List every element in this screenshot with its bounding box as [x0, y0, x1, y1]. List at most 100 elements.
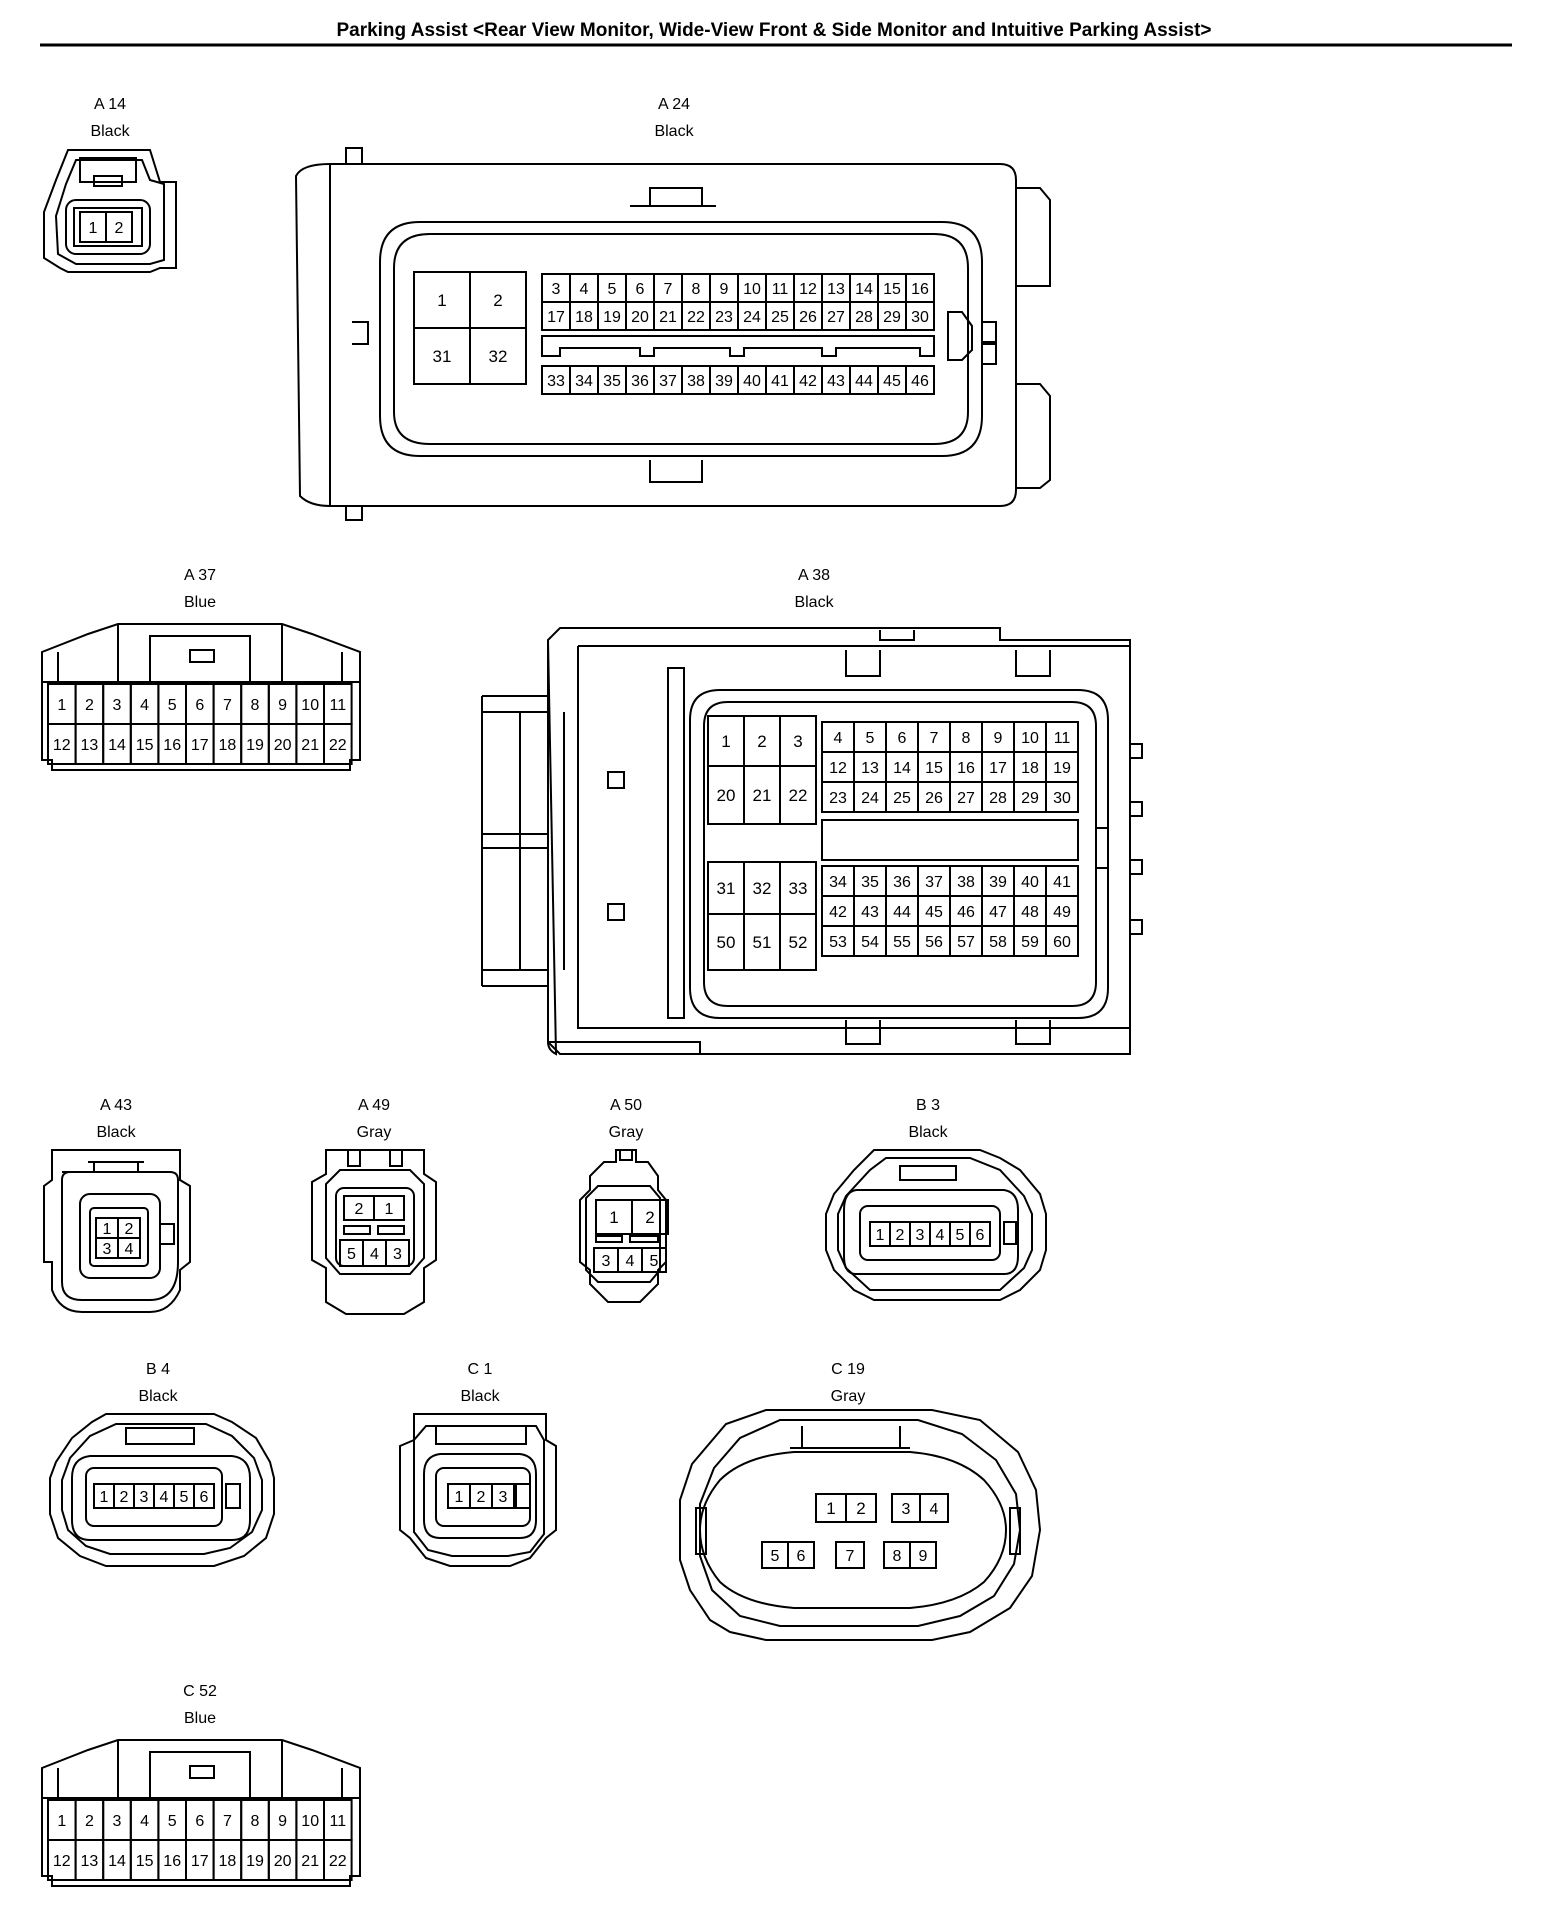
pin-cell [779, 913, 817, 971]
pin-cell [905, 301, 935, 331]
connector-id: A 14 [94, 96, 126, 113]
pin-number: 5 [608, 281, 617, 298]
pin-number: 42 [829, 904, 847, 921]
connector-id: C 1 [468, 1361, 493, 1378]
pin-number: 1 [721, 732, 730, 751]
pin-cavity [65, 199, 151, 255]
pin-number: 52 [789, 933, 808, 952]
pin-number: 8 [962, 730, 971, 747]
pin-number: 21 [301, 1853, 319, 1870]
pin-number: 16 [911, 281, 929, 298]
pin-number: 23 [829, 790, 847, 807]
latch-slot [629, 1235, 659, 1243]
pin-number: 3 [916, 1227, 925, 1244]
pin-number: 4 [160, 1489, 169, 1506]
pin-number: 3 [103, 1241, 112, 1258]
connector-id: C 19 [831, 1361, 865, 1378]
connector-id: A 49 [358, 1097, 390, 1114]
pin-number: 5 [168, 1813, 177, 1830]
pin-number: 34 [829, 874, 847, 891]
pin-number: 13 [827, 281, 845, 298]
pin-number: 5 [866, 730, 875, 747]
pin-number: 28 [855, 309, 873, 326]
housing-outline [57, 1768, 343, 1798]
housing-outline [117, 1740, 283, 1798]
pin-number: 19 [603, 309, 621, 326]
pin-number: 27 [957, 790, 975, 807]
connector-color: Black [90, 123, 130, 140]
housing-outline [325, 1169, 425, 1275]
housing-outline [630, 187, 716, 207]
housing-outline [49, 1413, 275, 1567]
pin-number: 10 [301, 1813, 319, 1830]
pin-number: 22 [329, 737, 347, 754]
lock-tab [1095, 827, 1109, 869]
pin-number: 4 [125, 1241, 134, 1258]
pin-number: 6 [195, 1813, 204, 1830]
pin-number: 11 [772, 281, 789, 298]
pin-number: 53 [829, 934, 847, 951]
pin-number: 9 [720, 281, 729, 298]
connector-id: C 52 [183, 1683, 217, 1700]
housing-outline [790, 1426, 910, 1449]
slot [607, 771, 625, 789]
connector-color: Blue [184, 594, 216, 611]
connector-color: Black [460, 1388, 500, 1405]
housing-outline [481, 695, 548, 987]
pin-number: 20 [274, 737, 292, 754]
connector-color: Gray [609, 1124, 644, 1141]
pin-number: 50 [717, 933, 736, 952]
pin-number: 9 [278, 1813, 287, 1830]
pin-number: 14 [108, 737, 126, 754]
pin-number: 12 [53, 1853, 71, 1870]
keying-rib [821, 819, 1079, 861]
pin-number: 12 [829, 760, 847, 777]
pin-number: 58 [989, 934, 1007, 951]
pin-number: 1 [437, 291, 446, 310]
pin-number: 13 [861, 760, 879, 777]
housing-outline [703, 701, 1097, 1007]
pin-number: 20 [717, 786, 736, 805]
housing-outline [413, 1425, 545, 1557]
housing-outline [43, 1149, 191, 1313]
pin-cell [117, 1237, 141, 1259]
pin-number: 36 [893, 874, 911, 891]
connector-color: Gray [357, 1124, 392, 1141]
pin-cell [469, 327, 527, 385]
housing-outline [547, 627, 1130, 1055]
pin-number: 4 [936, 1227, 945, 1244]
connector-id: A 43 [100, 1097, 132, 1114]
pin-cell [193, 1483, 215, 1509]
pin-number: 11 [329, 697, 346, 714]
pin-number: 1 [100, 1489, 109, 1506]
pin-number: 46 [957, 904, 975, 921]
housing-outline [845, 1020, 1051, 1045]
lock-tab [225, 1483, 241, 1509]
pin-number: 47 [989, 904, 1007, 921]
pin-number: 60 [1053, 934, 1071, 951]
pin-number: 14 [855, 281, 873, 298]
connector-color: Black [138, 1388, 178, 1405]
housing-outline [399, 1413, 557, 1567]
pin-number: 5 [168, 697, 177, 714]
housing-outline [577, 645, 1130, 1029]
pin-cell [105, 211, 133, 243]
lock-tab [515, 1483, 531, 1509]
pin-number: 11 [329, 1813, 346, 1830]
pin-number: 6 [898, 730, 907, 747]
pin-number: 19 [1053, 760, 1071, 777]
pin-cell [385, 1239, 410, 1267]
pin-cell [909, 1541, 937, 1569]
latch-slot [189, 649, 215, 663]
pin-number: 4 [140, 1813, 149, 1830]
pin-number: 8 [692, 281, 701, 298]
pin-number: 59 [1021, 934, 1039, 951]
connector-id: B 4 [146, 1361, 170, 1378]
pin-number: 57 [957, 934, 975, 951]
pin-number: 2 [757, 732, 766, 751]
pin-number: 16 [957, 760, 975, 777]
housing-outline [435, 1426, 527, 1445]
